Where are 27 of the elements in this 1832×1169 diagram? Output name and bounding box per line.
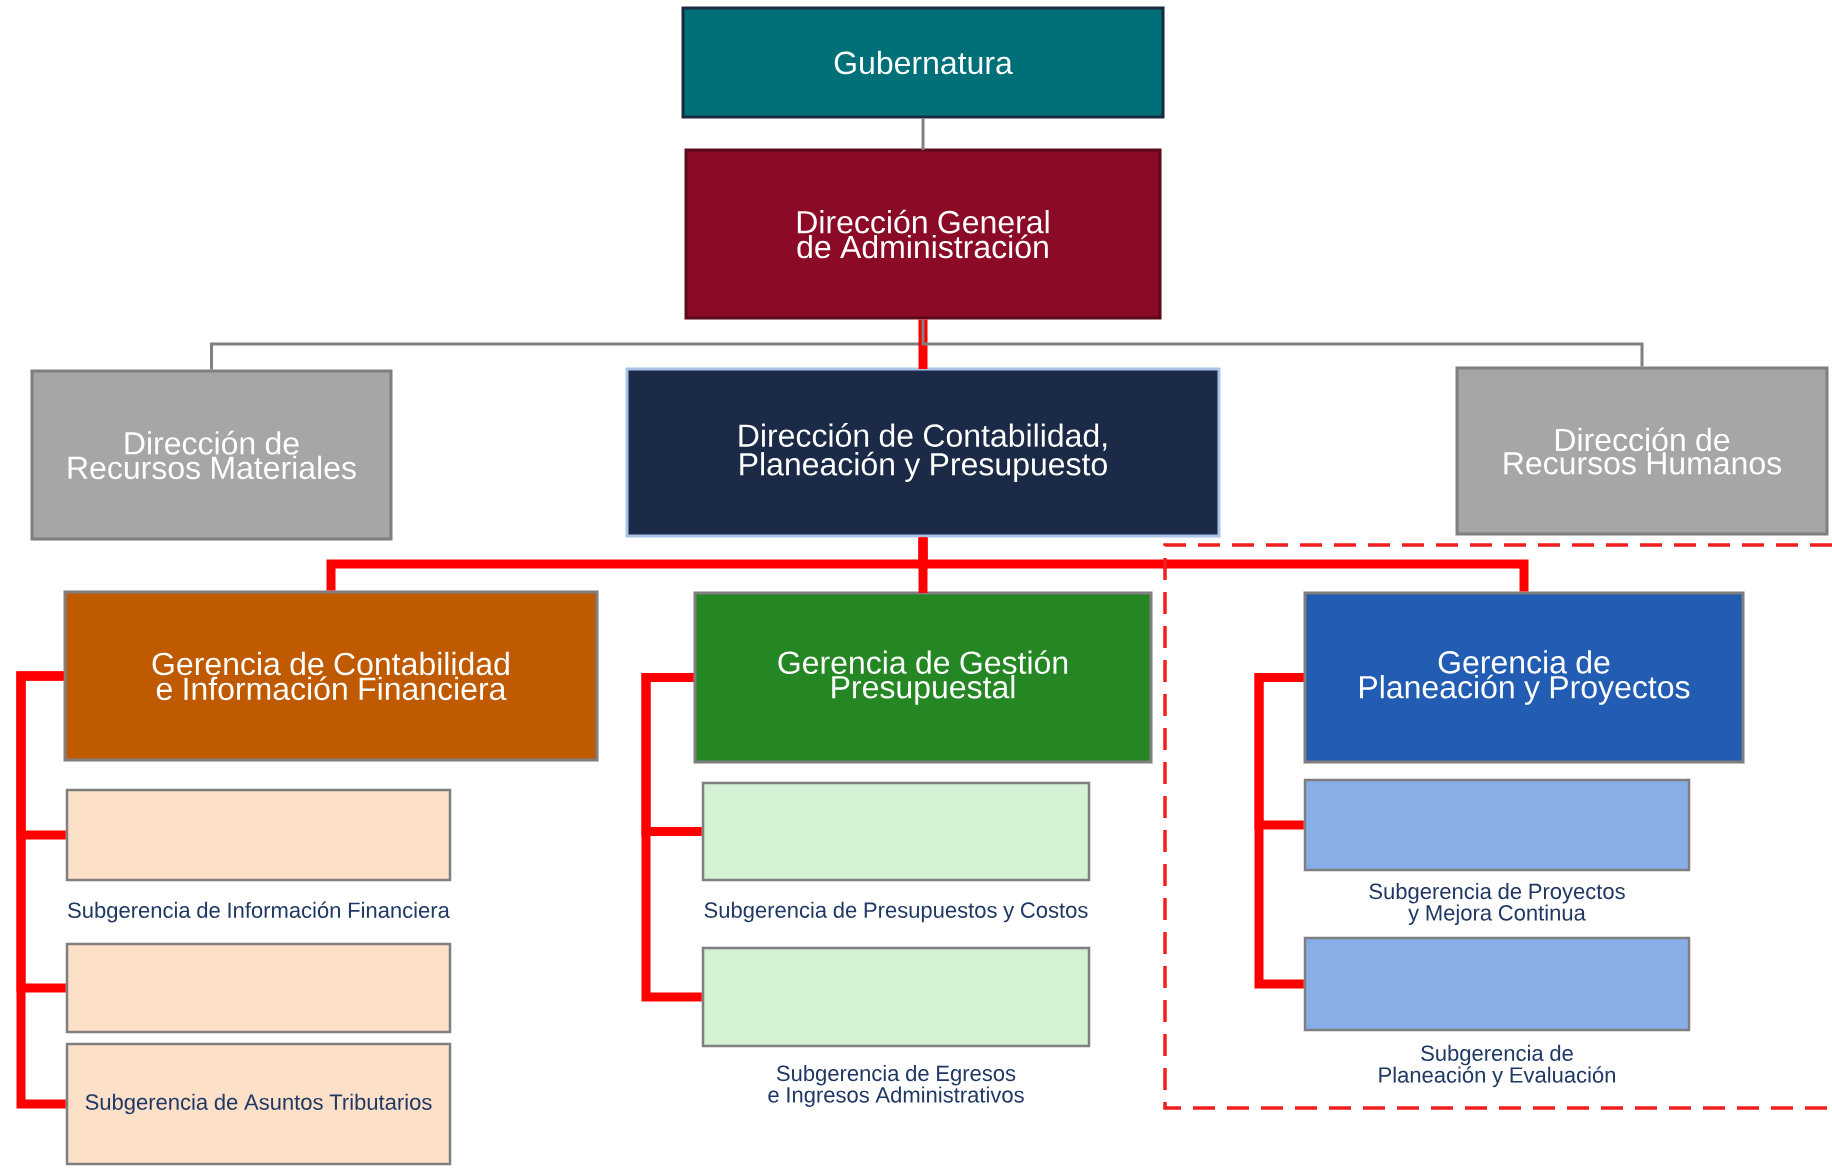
connector-line [16, 671, 66, 1109]
subunit-box: Subgerencia de Planeación y Evaluación [1303, 936, 1691, 1088]
subunit-box: Subgerencia de Presupuestos y Costos [701, 781, 1091, 923]
connector-line [1254, 673, 1304, 989]
subunit-box: Subgerencia de Información Financiera [65, 788, 452, 923]
org-box: Dirección de Recursos Humanos [1455, 366, 1829, 536]
subunit-box: Subgerencia de Asuntos Tributarios [65, 1042, 452, 1166]
node-label: Subgerencia de Planeación y Evaluación [1379, 1044, 1615, 1088]
connector-line [918, 319, 928, 369]
org-box: Dirección General de Administración [684, 148, 1162, 320]
node-label: Subgerencia de Información Financiera [68, 901, 450, 923]
org-box: Dirección de Recursos Materiales [30, 369, 393, 541]
subunit-box [65, 942, 452, 1034]
node-label: Subgerencia de Egresos e Ingresos Administrativos [768, 1064, 1024, 1107]
org-box: Gerencia de Planeación y Proyectos [1303, 591, 1745, 764]
connector-line [921, 319, 1644, 367]
node-label: Subgerencia de Proyectos y Mejora Continua [1369, 882, 1625, 925]
org-box: Gerencia de Gestión Presupuestal [693, 591, 1153, 764]
org-box: Dirección de Contabilidad, Planeación y Presupuesto [625, 367, 1221, 538]
connector-line [918, 537, 1529, 592]
org-box: Gubernatura [681, 6, 1165, 119]
subunit-box: Subgerencia de Egresos e Ingresos Administrativos [701, 946, 1091, 1107]
connector-line [641, 673, 702, 1002]
org-box: Gerencia de Contabilidad e Información Financiera [63, 590, 599, 762]
connector-line [921, 118, 925, 150]
node-label: Subgerencia de Presupuestos y Costos [704, 901, 1088, 923]
subunit-box: Subgerencia de Proyectos y Mejora Continua [1303, 778, 1691, 925]
